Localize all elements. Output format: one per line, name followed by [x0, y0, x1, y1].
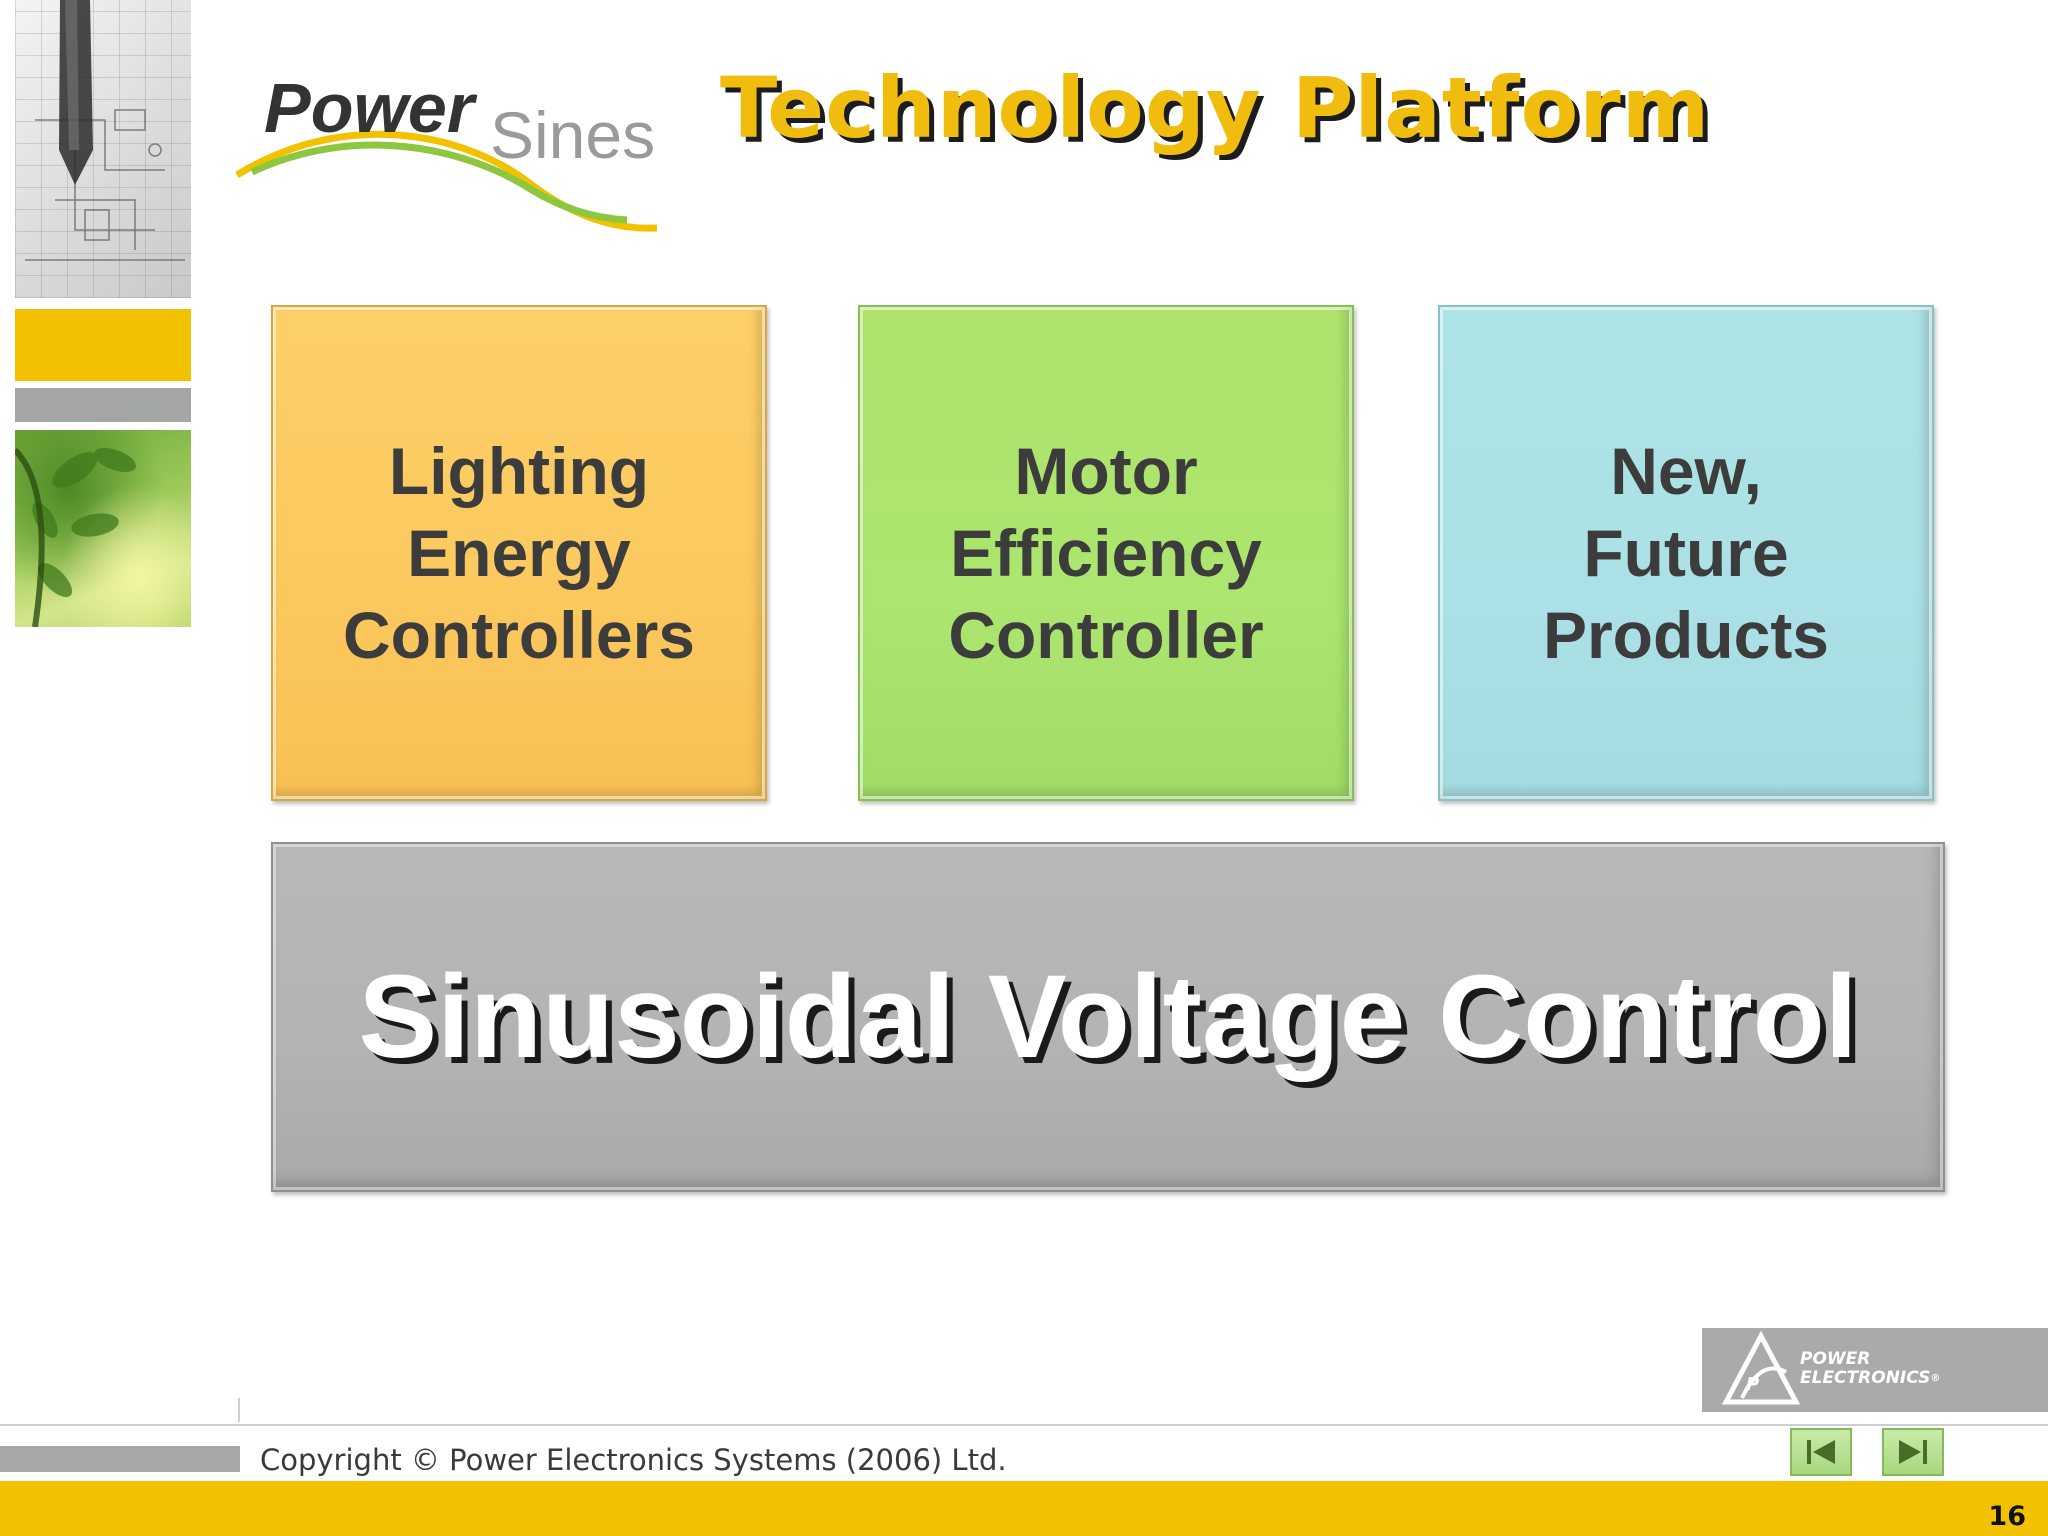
product-box-motor: Motor Efficiency Controller: [858, 305, 1354, 801]
product-line: Controllers: [342, 598, 696, 672]
power-electronics-logo: P POWER ELECTRONICS®: [1702, 1328, 2048, 1412]
product-box-future: New, Future Products: [1438, 305, 1934, 801]
footer-divider-line: [0, 1424, 2048, 1426]
registered-mark: ®: [1930, 1373, 1941, 1384]
product-box-lighting: Lighting Energy Controllers: [271, 305, 767, 801]
blueprint-pen-image: [15, 0, 191, 298]
next-slide-button[interactable]: [1882, 1428, 1944, 1476]
product-line: Products: [1542, 598, 1830, 672]
base-platform-label: Sinusoidal Voltage Control: [358, 951, 1858, 1083]
previous-slide-button[interactable]: [1790, 1428, 1852, 1476]
product-line: Future: [1583, 516, 1789, 590]
footer-divider-tick: [238, 1398, 240, 1422]
skip-next-icon: [1899, 1440, 1927, 1464]
partner-logo-line2: ELECTRONICS: [1800, 1368, 1931, 1388]
copyright-text: Copyright © Power Electronics Systems (2…: [260, 1443, 1007, 1477]
product-line: Motor: [1014, 434, 1198, 508]
footer-gray-bar: [0, 1446, 240, 1472]
logo-word-power: Power: [264, 69, 478, 147]
green-leaves-image: [15, 430, 191, 627]
svg-text:P: P: [1746, 1374, 1759, 1395]
product-line: New,: [1610, 434, 1762, 508]
skip-previous-icon: [1807, 1440, 1835, 1464]
pe-emblem-icon: P: [1721, 1330, 1801, 1405]
decor-yellow-block: [15, 309, 191, 381]
product-line: Controller: [948, 598, 1264, 672]
product-line: Efficiency: [950, 516, 1262, 590]
product-line: Energy: [407, 516, 631, 590]
product-line: Lighting: [388, 434, 650, 508]
page-number: 16: [1988, 1501, 2026, 1532]
powersines-logo: Power Sines: [232, 50, 672, 250]
footer-yellow-bar: [0, 1481, 2048, 1536]
decor-gray-block: [15, 388, 191, 422]
partner-logo-line1: POWER: [1800, 1349, 1871, 1369]
logo-word-sines: Sines: [490, 98, 655, 172]
slide-title: Technology Platform: [720, 59, 1711, 157]
base-platform-bar: Sinusoidal Voltage Control: [271, 842, 1945, 1192]
